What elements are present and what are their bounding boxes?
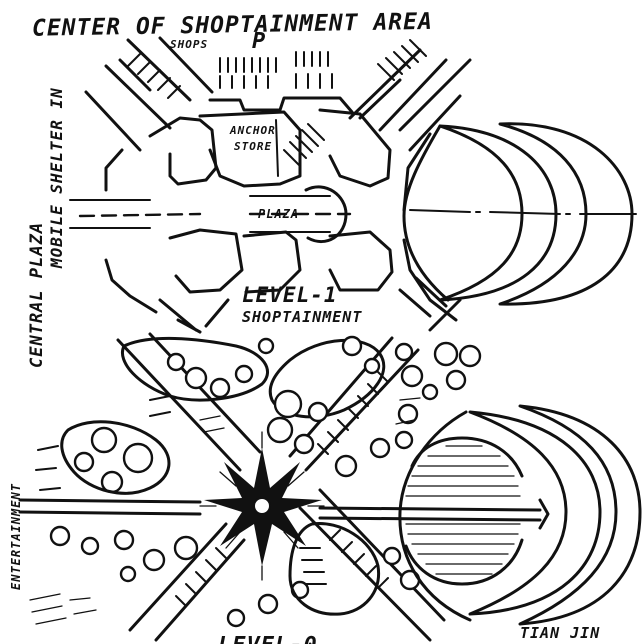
lower-axis bbox=[18, 498, 550, 530]
label-level-1: LEVEL-1 bbox=[242, 283, 338, 307]
lower-tree bbox=[334, 454, 358, 478]
upper-nw-arm bbox=[84, 36, 214, 152]
lower-central-star-core bbox=[253, 497, 271, 515]
lower-tree bbox=[369, 437, 391, 459]
lower-west-pavilion bbox=[60, 420, 171, 495]
lower-south-hatch bbox=[299, 547, 327, 585]
anchor-store-hatch bbox=[283, 123, 325, 167]
lower-tree bbox=[363, 357, 381, 375]
lower-tree bbox=[400, 364, 424, 388]
lower-tree bbox=[80, 536, 100, 556]
lower-crescent-inner bbox=[468, 410, 602, 616]
lower-tree bbox=[394, 430, 414, 450]
lower-tree bbox=[307, 401, 329, 423]
lower-tree bbox=[293, 433, 315, 455]
upper-axis-rails bbox=[69, 195, 331, 233]
lower-tree bbox=[234, 364, 254, 384]
lower-grass-sw bbox=[29, 593, 97, 625]
lower-tree bbox=[173, 535, 199, 561]
lower-tree bbox=[341, 335, 363, 357]
lower-tree bbox=[394, 342, 414, 362]
lower-tree bbox=[226, 608, 246, 628]
upper-crescent-inner bbox=[438, 124, 558, 302]
lower-tree bbox=[421, 383, 439, 401]
lower-tree bbox=[119, 565, 137, 583]
upper-block-ne bbox=[318, 108, 392, 188]
lower-half-ring bbox=[398, 410, 472, 622]
upper-block-sw bbox=[168, 228, 244, 294]
anchor-store-divider bbox=[275, 119, 279, 177]
lower-crescent-outer bbox=[518, 404, 642, 626]
upper-crescent-outer bbox=[498, 122, 634, 306]
lower-tree bbox=[209, 377, 231, 399]
lower-tree bbox=[184, 366, 208, 390]
upper-ne-arm bbox=[348, 48, 472, 152]
lower-grass-ne bbox=[199, 397, 421, 433]
label-tianjin: TIAN JIN bbox=[520, 624, 600, 642]
lower-tree bbox=[458, 344, 482, 368]
lower-tree bbox=[257, 593, 279, 615]
lower-plan bbox=[18, 332, 642, 642]
upper-axis-line bbox=[78, 212, 352, 218]
lower-west-hatch bbox=[35, 395, 171, 491]
lower-diagonal-nw-se bbox=[116, 332, 446, 642]
label-anchor-store-2: STORE bbox=[234, 140, 272, 153]
lower-tree bbox=[273, 389, 303, 419]
lower-north-pavilion bbox=[121, 336, 269, 402]
label-mobile-shelter: MOBILE SHELTER IN bbox=[47, 87, 66, 269]
upper-block-se bbox=[328, 230, 394, 292]
upper-axis-line-east bbox=[409, 209, 637, 215]
lower-ladder-sw bbox=[175, 547, 227, 607]
sketch-title: CENTER OF SHOPTAINMENT AREA bbox=[32, 9, 433, 42]
label-parking: P bbox=[252, 29, 266, 54]
lower-tree bbox=[73, 451, 95, 473]
upper-south-arm bbox=[158, 298, 230, 334]
label-shoptainment: SHOPTAINMENT bbox=[242, 308, 362, 326]
lower-tree bbox=[382, 546, 402, 566]
lower-tree bbox=[113, 529, 135, 551]
lower-tree bbox=[257, 337, 275, 355]
upper-half-ring bbox=[402, 124, 450, 302]
lower-south-pavilion bbox=[288, 522, 381, 616]
upper-se-arm bbox=[398, 276, 462, 332]
label-plaza: PLAZA bbox=[258, 207, 299, 221]
upper-nw-shop-ticks bbox=[127, 53, 181, 99]
label-shops: SHOPS bbox=[170, 38, 208, 51]
lower-tree bbox=[397, 403, 419, 425]
upper-block-north bbox=[208, 96, 354, 114]
lower-tree bbox=[445, 369, 467, 391]
label-level-bottom: LEVEL-0 bbox=[218, 633, 318, 644]
upper-plan-level-1 bbox=[69, 36, 637, 334]
upper-west-edge bbox=[104, 148, 158, 314]
upper-block-nw bbox=[148, 116, 218, 186]
lower-tree bbox=[166, 352, 186, 372]
upper-ne-shop-ticks bbox=[377, 39, 427, 81]
lower-diagonal-ne-sw bbox=[128, 336, 420, 642]
upper-plaza-arc bbox=[304, 185, 348, 244]
lower-tree bbox=[122, 442, 154, 474]
lower-tree bbox=[266, 416, 294, 444]
upper-block-anchor bbox=[198, 110, 302, 188]
label-entertainment: ENTERTAINMENT bbox=[9, 483, 23, 590]
label-central-plaza: CENTRAL PLAZA bbox=[27, 222, 47, 368]
lower-star-rays bbox=[199, 431, 325, 581]
lower-ladder-se bbox=[329, 529, 389, 589]
lower-tree bbox=[433, 341, 459, 367]
lower-tree bbox=[142, 548, 166, 572]
lower-tree bbox=[49, 525, 71, 547]
upper-parking-ticks bbox=[219, 51, 333, 89]
lower-tree bbox=[90, 426, 118, 454]
label-anchor-store-1: ANCHOR bbox=[229, 124, 276, 137]
